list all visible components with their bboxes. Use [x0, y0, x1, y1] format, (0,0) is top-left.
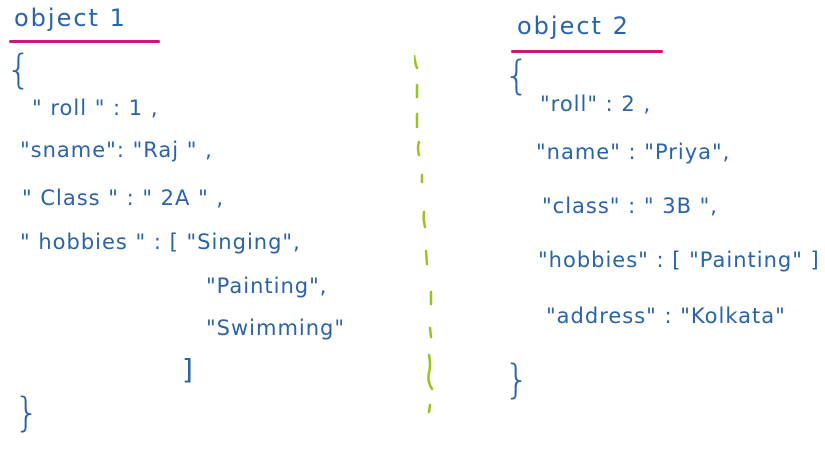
object-1-line-sname: "sname": "Raj " ,: [20, 138, 213, 162]
object-2-line-name: "name" : "Priya",: [536, 140, 731, 164]
object-2-title: object 2: [517, 12, 630, 40]
object-1-hobby-swimming: "Swimming": [206, 316, 346, 340]
object-2-line-hobbies: "hobbies" : [ "Painting" ]: [538, 248, 820, 272]
object-2-close-brace: }: [504, 357, 531, 403]
object-1-open-brace: {: [6, 47, 33, 93]
object-1-close-bracket: ]: [182, 353, 194, 386]
object-2-title-underline: [511, 50, 663, 53]
object-1-title-underline: [9, 40, 160, 43]
object-1-line-class: " Class " : " 2A " ,: [22, 186, 225, 210]
object-2-line-class: "class" : " 3B ",: [542, 194, 718, 218]
object-1-line-roll: " roll " : 1 ,: [32, 96, 159, 120]
object-2-line-address: "address" : "Kolkata": [546, 304, 786, 328]
object-1-hobby-painting: "Painting",: [206, 274, 328, 298]
object-1-close-brace: }: [14, 390, 41, 436]
object-2-open-brace: {: [504, 53, 531, 99]
object-2-line-roll: "roll" : 2 ,: [540, 92, 652, 116]
dashed-divider: [414, 55, 434, 414]
object-1-line-hobbies: " hobbies " : [ "Singing",: [20, 230, 301, 254]
object-1-title: object 1: [14, 4, 127, 32]
